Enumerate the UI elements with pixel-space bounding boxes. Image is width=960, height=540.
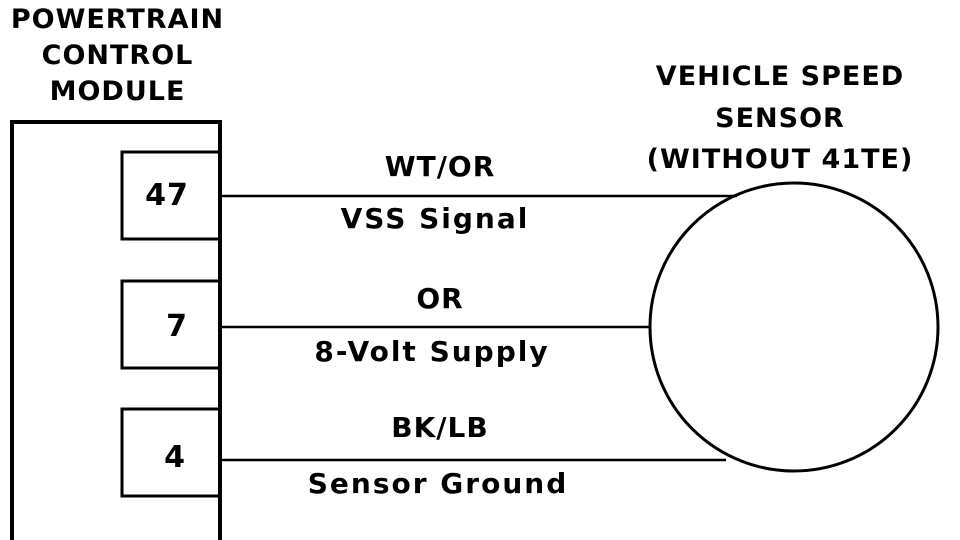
pcm-title-line-2: CONTROL — [41, 40, 194, 71]
pin-box-4 — [120, 407, 222, 498]
pcm-title-line-1: POWERTRAIN — [10, 4, 225, 35]
circuit-function-label-8v-supply: 8-Volt Supply — [314, 335, 550, 368]
circuit-function-label-vss-signal: VSS Signal — [340, 202, 530, 235]
sensor-body — [648, 181, 940, 473]
pin-number-4: 4 — [164, 440, 186, 475]
sensor-title-line-3: (WITHOUT 41TE) — [646, 144, 914, 175]
wire-color-label-8v-supply: OR — [416, 282, 464, 315]
wire-color-label-vss-signal: WT/OR — [384, 150, 496, 183]
pin-number-47: 47 — [145, 178, 189, 213]
sensor-title-line-2: SENSOR — [715, 103, 845, 134]
wire-color-label-sensor-ground: BK/LB — [391, 411, 489, 444]
pin-box-7 — [120, 279, 222, 370]
pin-number-7: 7 — [166, 309, 188, 344]
circuit-function-label-sensor-ground: Sensor Ground — [307, 467, 569, 500]
sensor-title-line-1: VEHICLE SPEED — [655, 61, 905, 92]
pcm-title-line-3: MODULE — [49, 76, 186, 107]
